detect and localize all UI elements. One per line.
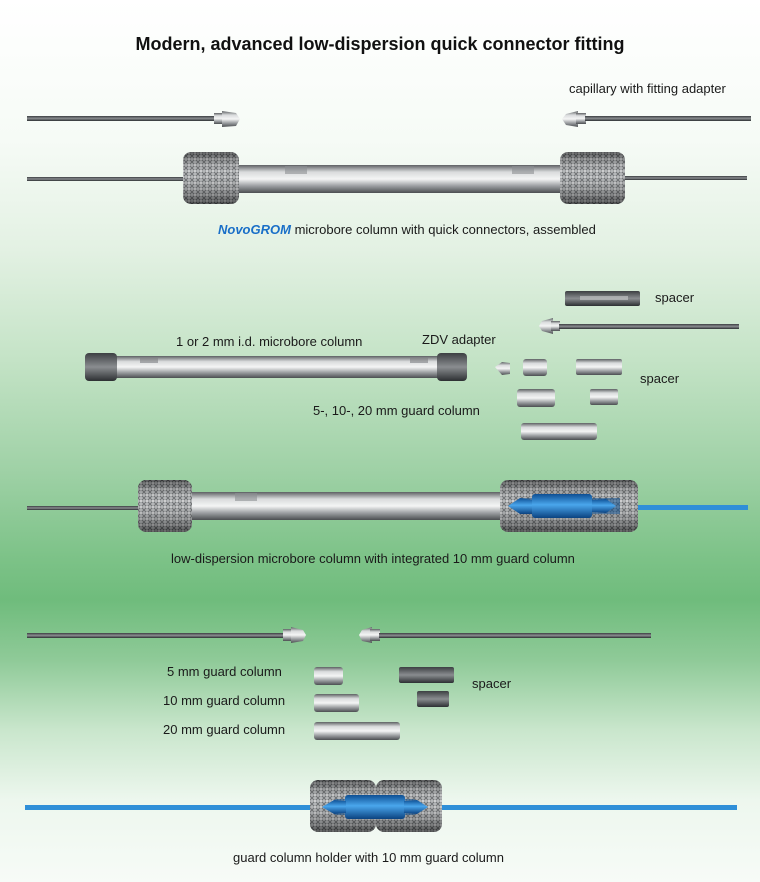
capillary-2 <box>539 318 739 334</box>
guard-10mm-label: 10 mm guard column <box>163 693 286 708</box>
spacer-short-piece <box>417 691 449 707</box>
brand-name: NovoGROM <box>218 222 291 237</box>
guard-5mm-label: 5 mm guard column <box>167 664 282 679</box>
spacer-long-piece <box>399 667 454 683</box>
zdv-adapter-label: ZDV adapter <box>422 332 496 347</box>
column-label: 1 or 2 mm i.d. microbore column <box>176 334 363 349</box>
microbore-column-2 <box>85 353 467 381</box>
spacer-top-label: spacer <box>655 290 695 305</box>
guard-20mm-part <box>521 423 597 440</box>
spacer-label: spacer <box>472 676 512 691</box>
guard-20mm-piece <box>314 722 400 740</box>
zdv-adapter-part <box>495 362 510 375</box>
section1-caption-text: microbore column with quick connectors, … <box>290 222 596 237</box>
section3-caption: low-dispersion microbore column with int… <box>171 551 575 566</box>
section5-caption: guard column holder with 10 mm guard col… <box>233 850 504 865</box>
guard-column-holder-5 <box>25 780 737 832</box>
guard-20mm-label: 20 mm guard column <box>163 722 286 737</box>
section1-caption: NovoGROM microbore column with quick con… <box>218 222 596 237</box>
spacer-mid-label: spacer <box>640 371 680 386</box>
integrated-column-3 <box>27 480 748 532</box>
capillary-left-1 <box>27 111 240 127</box>
guard-column-label: 5-, 10-, 20 mm guard column <box>313 403 480 418</box>
capillary-right-1 <box>562 111 751 127</box>
capillary-label: capillary with fitting adapter <box>569 81 726 96</box>
guard-5mm-piece <box>314 667 343 685</box>
guard-10mm-part <box>517 389 555 407</box>
guard-10mm-piece <box>314 694 359 712</box>
guard-5mm-part <box>523 359 547 376</box>
spacer-top <box>565 291 640 306</box>
spacer-small-part <box>590 389 618 405</box>
spacer-mid-part <box>576 359 622 375</box>
page-title: Modern, advanced low-dispersion quick co… <box>135 34 625 54</box>
capillary-right-4 <box>359 627 651 643</box>
capillary-left-4 <box>27 627 306 643</box>
assembled-column-1 <box>27 152 747 204</box>
